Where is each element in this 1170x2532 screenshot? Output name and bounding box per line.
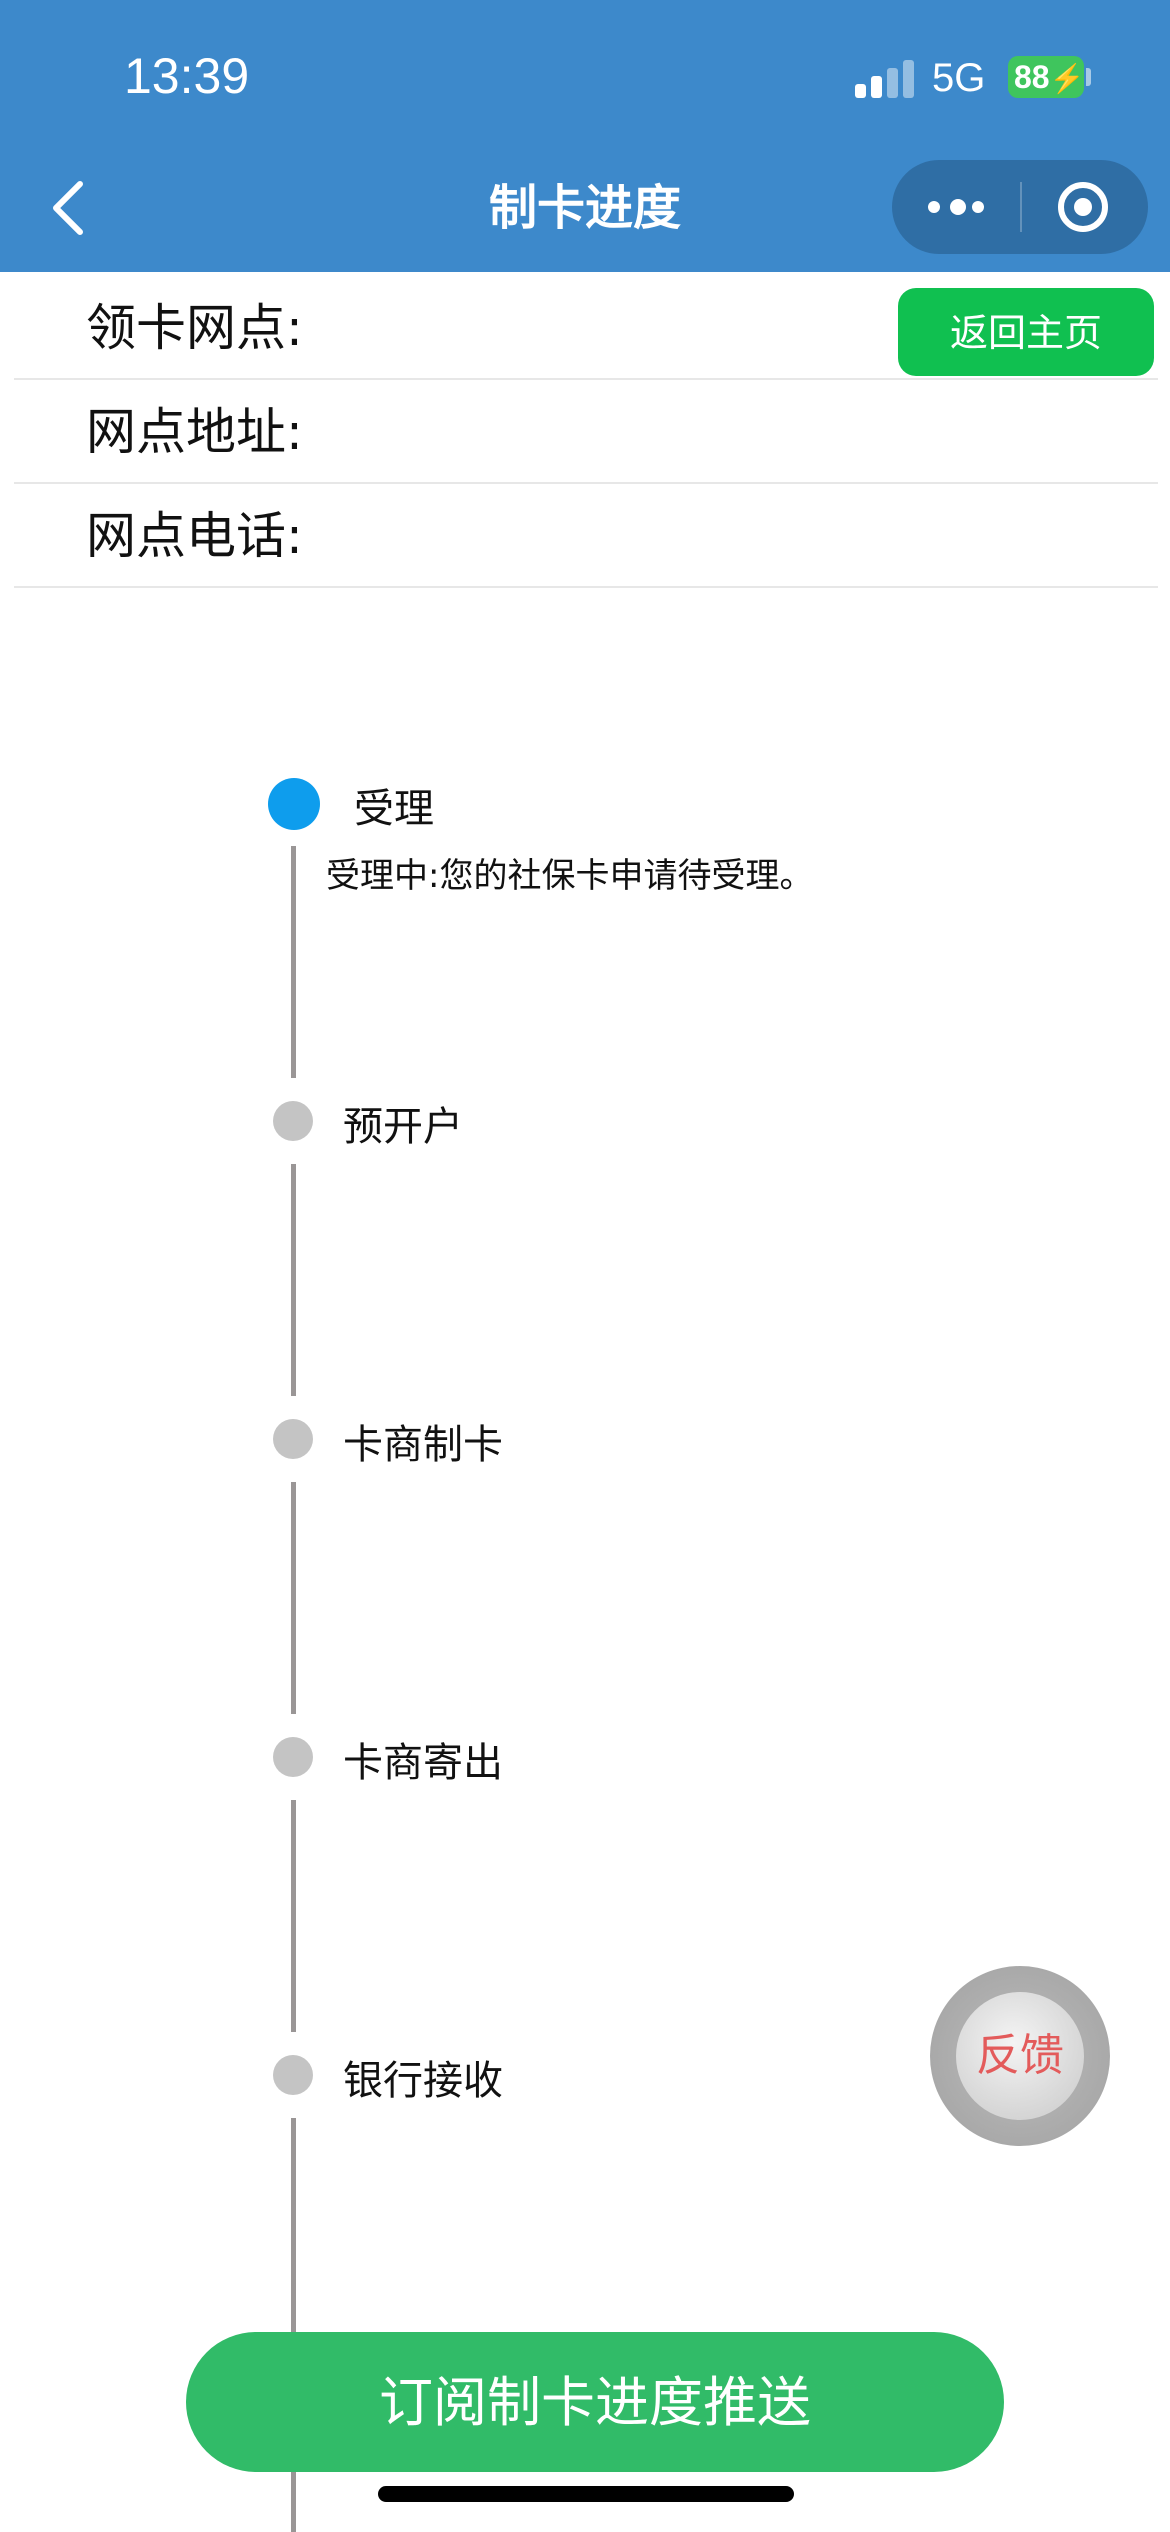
timeline-connector [291, 1482, 296, 1714]
network-type: 5G [932, 56, 986, 100]
battery-icon: 88⚡ [1008, 56, 1084, 98]
back-arrow-icon[interactable] [48, 178, 88, 238]
timeline-step-title: 银行接收 [343, 2058, 503, 2104]
battery-tip [1086, 68, 1091, 86]
timeline-connector [291, 1800, 296, 2032]
pickup-point-label: 领卡网点: [86, 299, 303, 357]
address-row: 网点地址: [14, 380, 1158, 484]
pickup-point-row: 领卡网点: [14, 276, 1158, 380]
feedback-button[interactable]: 反馈 [930, 1966, 1110, 2146]
return-home-button[interactable]: 返回主页 [898, 288, 1154, 376]
timeline-step-title: 预开户 [343, 1104, 463, 1150]
timeline-connector [291, 1164, 296, 1396]
top-header: 13:39 5G 88⚡ 制卡进度 [0, 0, 1170, 272]
mini-program-capsule [892, 160, 1148, 254]
status-time: 13:39 [124, 48, 250, 104]
timeline-connector [291, 2118, 296, 2532]
timeline-connector [291, 846, 296, 1078]
timeline-dot-pending [273, 2055, 313, 2095]
timeline-dot-pending [273, 1419, 313, 1459]
phone-row: 网点电话: [14, 484, 1158, 588]
feedback-label: 反馈 [956, 1992, 1084, 2120]
page-title: 制卡进度 [488, 180, 681, 236]
timeline-step-title: 卡商制卡 [343, 1422, 503, 1468]
home-indicator [378, 2486, 794, 2502]
phone-label: 网点电话: [86, 507, 303, 565]
timeline-dot-active [268, 778, 320, 830]
timeline-step-desc: 受理中:您的社保卡申请待受理。 [326, 856, 814, 896]
more-icon[interactable] [928, 196, 988, 218]
battery-level: 88 [1014, 59, 1050, 95]
timeline-step-title: 受理 [354, 786, 434, 832]
timeline-dot-pending [273, 1101, 313, 1141]
subscribe-progress-button[interactable]: 订阅制卡进度推送 [186, 2332, 1004, 2472]
timeline-dot-pending [273, 1737, 313, 1777]
address-label: 网点地址: [86, 403, 303, 461]
signal-icon [855, 58, 915, 98]
close-target-icon[interactable] [1058, 182, 1108, 232]
capsule-divider [1020, 182, 1022, 232]
timeline-step-title: 卡商寄出 [343, 1740, 503, 1786]
